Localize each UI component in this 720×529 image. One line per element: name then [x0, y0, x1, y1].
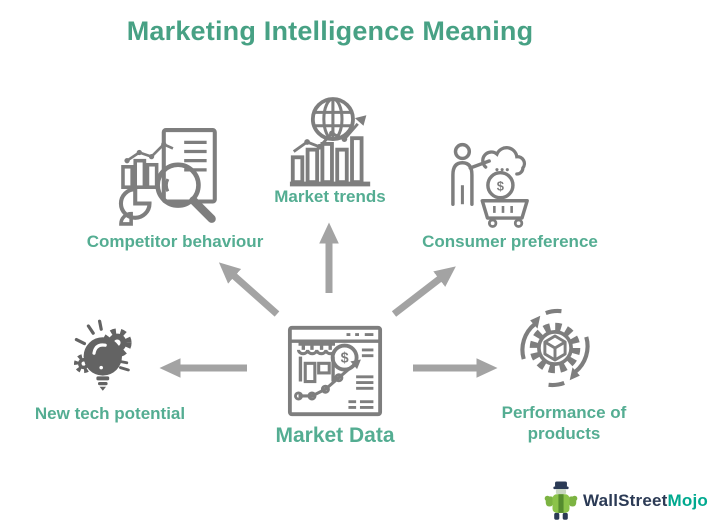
node-performance-of-products: Performance of products	[502, 301, 626, 443]
wallstreetmojo-logo: WallStreetMojo	[544, 479, 708, 523]
node-label-new-tech-potential: New tech potential	[34, 404, 186, 423]
node-consumer-preference: $ Consumer preference	[422, 136, 598, 251]
node-label-performance-of-products: Performance of products	[501, 403, 627, 444]
storefront-analytics-icon: $	[287, 325, 383, 417]
page-title: Marketing Intelligence Meaning	[126, 16, 534, 46]
logo-text-mojo: Mojo	[667, 491, 708, 510]
bulb-gears-icon	[74, 319, 132, 391]
gear-cycle-icon	[520, 308, 590, 388]
wallstreetmojo-mascot-icon	[544, 481, 578, 520]
shopper-cart-icon: $	[451, 142, 529, 228]
globe-bar-chart-icon	[289, 97, 371, 187]
node-new-tech-potential: New tech potential	[35, 312, 185, 423]
node-market-data: $ Market Data	[275, 322, 395, 447]
logo-text-wallstreet: WallStreet	[583, 491, 668, 510]
node-label-market-trends: Market trends	[274, 187, 386, 206]
report-magnifier-icon	[118, 128, 217, 226]
node-label-market-data: Market Data	[275, 424, 395, 447]
arrow-to-competitor-behaviour	[218, 262, 280, 317]
dollar-sign-icon: $	[341, 350, 349, 366]
node-market-trends: Market trends	[274, 94, 386, 206]
arrow-to-consumer-preference	[391, 266, 456, 317]
node-competitor-behaviour: Competitor behaviour	[87, 126, 263, 251]
dollar-sign-icon: $	[497, 178, 505, 193]
node-label-competitor-behaviour: Competitor behaviour	[86, 232, 264, 251]
node-label-consumer-preference: Consumer preference	[422, 232, 598, 251]
logo-wordmark: WallStreetMojo	[583, 491, 708, 511]
